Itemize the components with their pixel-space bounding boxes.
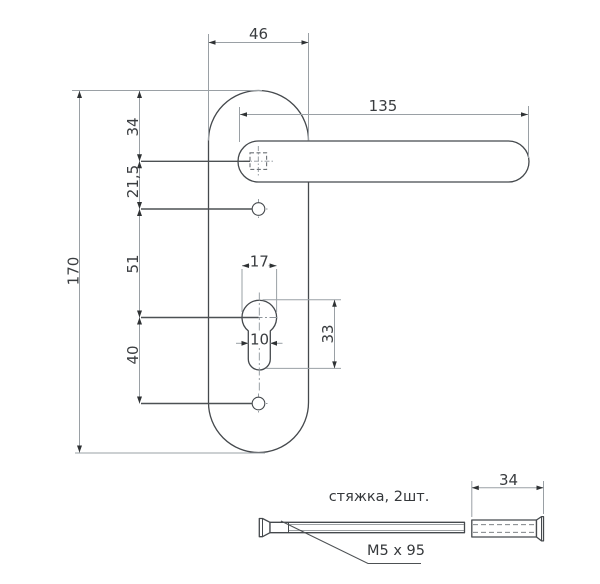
screw-spec-label: M5 x 95 — [367, 543, 425, 559]
sleeve-body — [471, 519, 538, 538]
dim-plate-width: 46 — [208, 25, 309, 141]
sleeve-countersunk-head — [535, 515, 545, 542]
fastener-qty-label: стяжка, 2шт. — [329, 489, 430, 505]
dimensioning: 170 34 21,5 51 40 — [65, 25, 529, 454]
screw-to-cylinder-label: 51 — [124, 254, 142, 273]
bolt-countersunk-head — [258, 517, 271, 538]
dim-cylinder-height: 33 — [262, 299, 341, 369]
screw-spec-leader — [280, 520, 421, 565]
cylinder-height-label: 33 — [319, 324, 337, 343]
dim-cylinder-diameter: 17 — [241, 253, 278, 312]
dim-handle-length: 135 — [239, 97, 529, 158]
handle-to-screw-label: 21,5 — [124, 165, 142, 198]
dim-chain-vertical: 34 21,5 51 40 — [124, 91, 142, 404]
cylinder-to-screw-label: 40 — [124, 345, 142, 364]
dim-cylinder-slot: 10 — [236, 331, 283, 349]
sleeve-length-label: 34 — [499, 471, 518, 489]
handle-lever-outline — [237, 140, 530, 183]
fastener-drawing: 34 стяжка, 2шт. M5 x 95 — [258, 471, 545, 565]
cylinder-slot-label: 10 — [250, 331, 269, 349]
through-bolt — [258, 517, 466, 538]
cylinder-diameter-label: 17 — [250, 253, 269, 271]
dim-sleeve-length: 34 — [471, 471, 544, 517]
handle-length-label: 135 — [369, 97, 398, 115]
top-to-handle-label: 34 — [124, 117, 142, 136]
plate-height-label: 170 — [65, 257, 83, 286]
sleeve-nut — [471, 515, 545, 542]
bolt-shaft — [269, 521, 466, 534]
plate-width-label: 46 — [249, 25, 268, 43]
dim-plate-height: 170 — [65, 91, 83, 453]
